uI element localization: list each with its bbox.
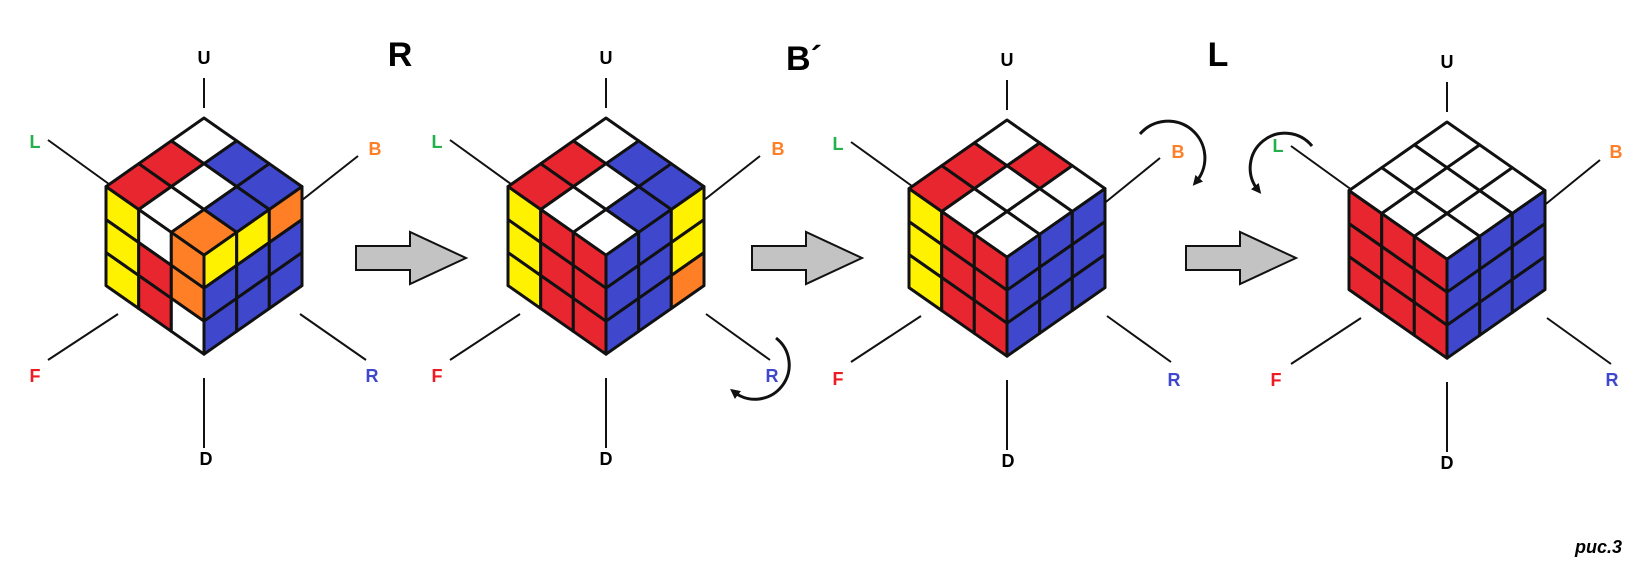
rotation-arrow-icon bbox=[1248, 131, 1314, 194]
axis-label-F: F bbox=[1271, 370, 1282, 390]
cube-step-1 bbox=[47, 78, 367, 448]
transition-arrow-1 bbox=[355, 230, 469, 286]
axis-label-F: F bbox=[833, 369, 844, 389]
cube-3-axis-labels: U D L B F R bbox=[833, 50, 1185, 471]
axis-label-F: F bbox=[432, 366, 443, 386]
move-label-2: B´ bbox=[786, 40, 822, 78]
axis-label-R: R bbox=[1606, 370, 1619, 390]
right-sticker bbox=[1070, 253, 1107, 312]
transition-arrow-2 bbox=[751, 230, 865, 286]
axis-label-B: B bbox=[1172, 142, 1185, 162]
axis-line-F bbox=[47, 313, 119, 361]
axis-line-F bbox=[850, 315, 922, 363]
axis-label-U: U bbox=[198, 48, 211, 68]
axis-label-B: B bbox=[369, 139, 382, 159]
axis-label-B: B bbox=[772, 139, 785, 159]
cube-step-4 bbox=[1290, 82, 1612, 452]
axis-label-L: L bbox=[432, 132, 443, 152]
axis-label-R: R bbox=[1168, 370, 1181, 390]
axis-line-L bbox=[449, 139, 523, 193]
axis-label-D: D bbox=[1002, 451, 1015, 471]
axis-label-U: U bbox=[1441, 52, 1454, 72]
axis-line-F bbox=[449, 313, 521, 361]
right-sticker bbox=[1510, 255, 1547, 314]
rotation-arrow-icon bbox=[730, 336, 791, 401]
cube-step-3 bbox=[850, 80, 1172, 450]
axis-line-B bbox=[1535, 159, 1601, 213]
transition-arrow-3 bbox=[1185, 230, 1299, 286]
axis-label-F: F bbox=[30, 366, 41, 386]
axis-line-F bbox=[1290, 317, 1362, 365]
rotation-arrow-icon bbox=[1138, 119, 1207, 186]
axis-line-B bbox=[1095, 157, 1161, 211]
axis-label-B: B bbox=[1610, 142, 1623, 162]
axis-label-D: D bbox=[600, 449, 613, 469]
cube-step-2 bbox=[449, 78, 771, 448]
axis-label-U: U bbox=[600, 48, 613, 68]
axis-label-L: L bbox=[30, 132, 41, 152]
move-label-3: L bbox=[1208, 36, 1229, 74]
cube-4-axis-labels: U D L B F R bbox=[1271, 52, 1623, 473]
axis-line-R bbox=[705, 313, 771, 361]
axis-line-L bbox=[47, 139, 121, 193]
axis-label-R: R bbox=[366, 366, 379, 386]
move-label-1: R bbox=[388, 36, 413, 74]
figure-caption: рис.3 bbox=[1574, 537, 1622, 557]
axis-line-R bbox=[299, 313, 367, 361]
cube-1-axis-labels: U D L B F R bbox=[30, 48, 382, 469]
axis-label-R: R bbox=[766, 366, 779, 386]
cube-2-axis-labels: U D L B F R bbox=[432, 48, 785, 469]
right-sticker bbox=[669, 251, 706, 310]
axis-label-L: L bbox=[833, 134, 844, 154]
axis-label-D: D bbox=[200, 449, 213, 469]
axis-label-U: U bbox=[1001, 50, 1014, 70]
axis-line-R bbox=[1546, 317, 1612, 365]
axis-line-L bbox=[850, 141, 924, 195]
axis-label-L: L bbox=[1273, 136, 1284, 156]
right-sticker bbox=[267, 251, 304, 310]
axis-line-R bbox=[1106, 315, 1172, 363]
axis-label-D: D bbox=[1441, 453, 1454, 473]
